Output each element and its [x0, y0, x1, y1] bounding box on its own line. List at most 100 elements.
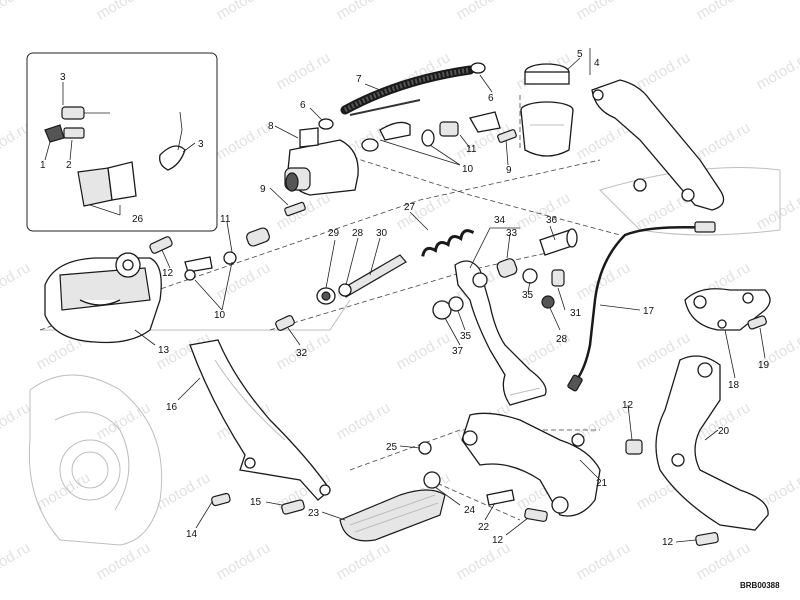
washer-28 [338, 283, 352, 297]
label-31: 31 [570, 308, 582, 319]
label-32: 32 [296, 348, 308, 359]
label-5: 5 [577, 49, 583, 60]
right-hanger-bracket-20 [655, 355, 769, 531]
label-35a: 35 [522, 290, 534, 301]
label-2: 2 [66, 160, 72, 171]
bolt-12-right-lower [695, 532, 719, 546]
bolt-14 [211, 492, 231, 507]
pin-31 [541, 269, 565, 309]
watermark-text: motod.ru [754, 189, 800, 233]
label-6a: 6 [300, 100, 306, 111]
watermark-text: motod.ru [574, 539, 634, 583]
label-33: 33 [506, 228, 518, 239]
watermark-text: motod.ru [334, 0, 394, 23]
watermark-text: motod.ru [214, 259, 274, 303]
heel-guard-plate [189, 339, 331, 501]
spring-clip [159, 111, 186, 171]
label-15: 15 [250, 497, 262, 508]
label-12b: 12 [622, 400, 634, 411]
label-13: 13 [158, 345, 170, 356]
label-30: 30 [376, 228, 388, 239]
label-29: 29 [328, 228, 340, 239]
brake-pads [77, 161, 137, 207]
watermark-text: motod.ru [214, 539, 274, 583]
watermark-text: motod.ru [394, 189, 454, 233]
watermark-text: motod.ru [454, 0, 514, 23]
label-34: 34 [494, 215, 506, 226]
watermark-text: motod.ru [394, 329, 454, 373]
watermark-text: motod.ru [274, 189, 334, 233]
bolt-19 [747, 315, 767, 330]
watermark-text: motod.ru [0, 0, 33, 23]
watermark-text: motod.ru [214, 0, 274, 23]
watermark-text: motod.ru [754, 49, 800, 93]
watermark-text: motod.ru [514, 189, 574, 233]
label-25: 25 [386, 442, 398, 453]
label-26: 26 [132, 214, 144, 225]
hose-clamp-right [470, 62, 486, 74]
hose-fittings [361, 111, 501, 152]
label-14: 14 [186, 529, 198, 540]
label-24: 24 [464, 505, 476, 516]
label-4: 4 [594, 58, 600, 69]
bolt-12-right-upper [625, 439, 643, 455]
bolt-12-caliper [149, 236, 173, 254]
bolt-32 [275, 315, 295, 331]
label-11b: 11 [220, 214, 231, 225]
watermark-text: motod.ru [694, 0, 754, 23]
return-spring [421, 229, 475, 257]
label-9b: 9 [506, 165, 512, 176]
label-21: 21 [596, 478, 608, 489]
detent-spring-24 [423, 471, 441, 489]
label-35b: 35 [460, 331, 472, 342]
label-22: 22 [478, 522, 490, 533]
label-12c: 12 [492, 535, 504, 546]
watermark-text: motod.ru [94, 0, 154, 23]
watermark-text: motod.ru [34, 469, 94, 513]
label-10b: 10 [214, 310, 226, 321]
watermark-text: motod.ru [94, 539, 154, 583]
label-3a: 3 [60, 72, 66, 83]
watermark-text: motod.ru [0, 539, 33, 583]
watermark-text: motod.ru [454, 539, 514, 583]
bolt-9-right [497, 129, 517, 143]
label-19: 19 [758, 360, 770, 371]
hose-clamp-left [318, 118, 334, 130]
watermark-text: motod.ru [214, 119, 274, 163]
label-10a: 10 [462, 164, 474, 175]
label-27: 27 [404, 202, 416, 213]
pedal-pivot-36 [539, 228, 578, 256]
reservoir-bracket [591, 79, 725, 211]
bolt-15 [281, 499, 305, 515]
label-8: 8 [268, 121, 274, 132]
watermark-text: motod.ru [694, 539, 754, 583]
caliper-bleed-parts [184, 227, 270, 281]
footpeg-bracket [461, 412, 601, 517]
drawing-code: BRB00388 [740, 581, 780, 590]
bushing-29 [316, 287, 336, 305]
bolt-12-footpeg [524, 508, 548, 522]
brake-caliper [44, 252, 162, 344]
brake-light-switch-cable [567, 221, 716, 392]
label-23: 23 [308, 508, 320, 519]
plate-18 [684, 288, 771, 331]
watermark-text: motod.ru [334, 399, 394, 443]
label-11a: 11 [466, 144, 477, 155]
fluid-reservoir [520, 63, 574, 157]
label-1: 1 [40, 160, 46, 171]
watermark-text: motod.ru [0, 399, 33, 443]
label-37: 37 [452, 346, 464, 357]
bleed-cap [44, 124, 85, 143]
ball-25 [418, 441, 432, 455]
label-20: 20 [718, 426, 730, 437]
pedal-bushing-33 [496, 258, 518, 278]
label-3b: 3 [198, 139, 204, 150]
rear-master-cylinder [284, 127, 359, 196]
label-18: 18 [728, 380, 740, 391]
watermark-text: motod.ru [0, 259, 33, 303]
watermark-text: motod.ru [694, 119, 754, 163]
bolt-9-left [284, 201, 306, 217]
watermark-text: motod.ru [634, 49, 694, 93]
leader-lines [44, 48, 766, 543]
